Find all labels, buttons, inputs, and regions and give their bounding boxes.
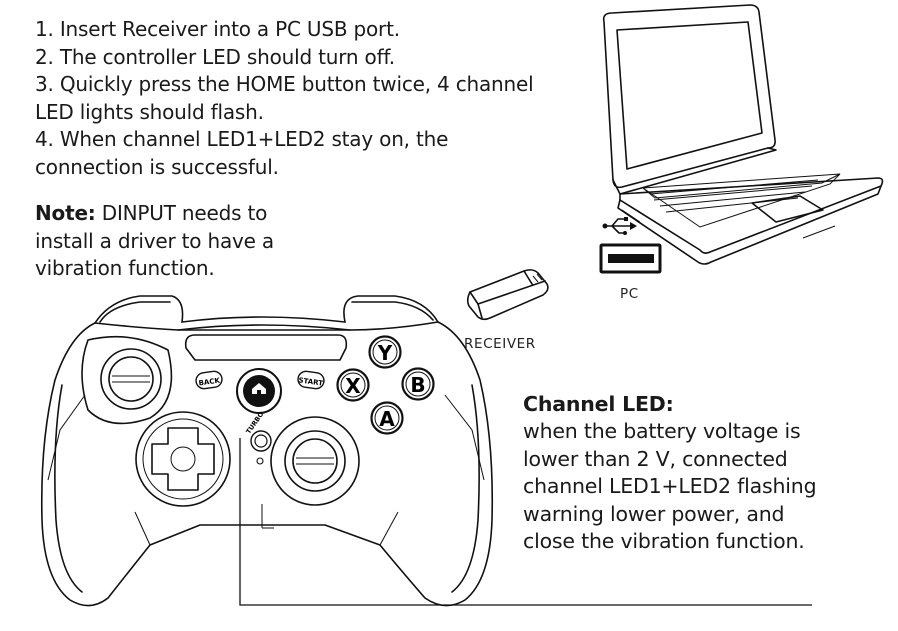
y-button[interactable]: Y <box>368 335 402 369</box>
b-label: B <box>410 373 425 397</box>
step-line: connection is successful. <box>35 154 279 179</box>
step-line: 3. Quickly press the HOME button twice, … <box>35 72 534 96</box>
channel-led-line: channel LED1+LED2 flashing <box>523 474 817 499</box>
step-line: 4. When channel LED1+LED2 stay on, the <box>35 127 449 151</box>
start-label: START <box>298 376 324 387</box>
turbo-button[interactable]: TURBO <box>244 410 272 452</box>
a-label: A <box>379 407 395 431</box>
step-line: 2. The controller LED should turn off. <box>35 44 395 69</box>
note-line: vibration function. <box>35 256 215 280</box>
x-label: X <box>345 374 361 398</box>
back-button[interactable]: BACK <box>195 370 223 390</box>
start-button[interactable]: START <box>297 370 325 390</box>
home-icon <box>252 383 266 394</box>
instruction-steps: 1. Insert Receiver into a PC USB port. 2… <box>35 16 534 181</box>
callout-line <box>239 438 812 606</box>
x-button[interactable]: X <box>336 368 370 402</box>
laptop-illustration <box>602 4 884 265</box>
receiver-label: RECEIVER <box>464 336 536 352</box>
step-line: LED lights should flash. <box>35 99 264 124</box>
pc-label: PC <box>620 286 639 302</box>
usb-port-illustration <box>599 243 662 274</box>
back-label: BACK <box>198 376 221 387</box>
receiver-illustration <box>466 269 549 321</box>
led-indicator <box>256 457 264 465</box>
y-label: Y <box>377 341 393 365</box>
channel-led-line: close the vibration function. <box>523 529 805 554</box>
channel-led-line: warning lower power, and <box>523 501 785 526</box>
b-button[interactable]: B <box>401 367 435 401</box>
note-line: install a driver to have a <box>35 228 274 253</box>
channel-led-line: when the battery voltage is <box>523 419 801 444</box>
usb-icon <box>602 217 637 235</box>
a-button[interactable]: A <box>370 401 404 435</box>
note-block: Note: DINPUT needs to install a driver t… <box>35 200 274 283</box>
home-button[interactable] <box>236 368 282 414</box>
channel-led-block: Channel LED: when the battery voltage is… <box>523 391 817 555</box>
note-label: Note: <box>35 201 96 225</box>
channel-led-line: lower than 2 V, connected <box>523 446 788 471</box>
gamepad-illustration: BACK START TURBO Y X <box>40 295 494 607</box>
channel-led-title: Channel LED: <box>523 392 674 416</box>
step-line: 1. Insert Receiver into a PC USB port. <box>35 17 400 41</box>
note-line: DINPUT needs to <box>95 201 268 225</box>
